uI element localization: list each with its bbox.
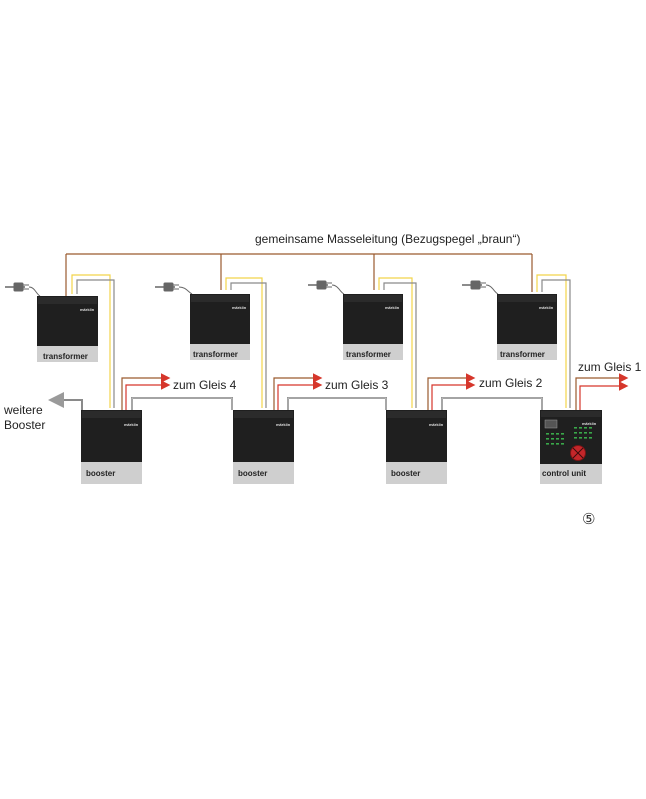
booster-label: booster (86, 469, 115, 478)
track-label-4: zum Gleis 4 (173, 378, 237, 392)
svg-text:märklin: märklin (232, 305, 247, 310)
plug-icon (308, 280, 345, 295)
plug-icon (155, 282, 193, 295)
plug-icon (5, 282, 41, 297)
svg-text:märklin: märklin (582, 421, 597, 426)
svg-text:märklin: märklin (80, 307, 95, 312)
booster-1: märklin booster (81, 410, 142, 484)
track-outputs (121, 373, 629, 410)
transformer-1: märklin transformer (37, 296, 98, 362)
transformer-label: transformer (193, 350, 238, 359)
ground-line (65, 253, 533, 298)
figure-number: ⑤ (582, 510, 595, 528)
booster-label: booster (238, 469, 267, 478)
side-label-line1: weitere (3, 403, 43, 417)
svg-text:märklin: märklin (385, 305, 400, 310)
transformer-wiring (65, 274, 571, 408)
transformer-4: märklin transformer (497, 294, 557, 360)
track-label-3: zum Gleis 3 (325, 378, 389, 392)
control-unit: märklin control unit (540, 410, 602, 484)
ground-line-label: gemeinsame Masseleitung (Bezugspegel „br… (255, 232, 520, 246)
booster-3: märklin booster (386, 410, 447, 484)
track-label-1: zum Gleis 1 (578, 360, 642, 374)
booster-2: märklin booster (233, 410, 294, 484)
transformer-label: transformer (346, 350, 391, 359)
svg-text:märklin: märklin (124, 422, 139, 427)
transformer-3: märklin transformer (343, 294, 403, 360)
control-unit-label: control unit (542, 469, 586, 478)
transformer-label: transformer (500, 350, 545, 359)
plug-icon (462, 280, 499, 295)
booster-label: booster (391, 469, 420, 478)
svg-text:märklin: märklin (539, 305, 554, 310)
track-label-2: zum Gleis 2 (479, 376, 543, 390)
booster-bus-inner (131, 397, 543, 410)
transformer-label: transformer (43, 352, 88, 361)
status-leds (546, 427, 592, 445)
side-label-line2: Booster (4, 418, 45, 432)
svg-text:märklin: märklin (429, 422, 444, 427)
transformer-2: märklin transformer (190, 294, 250, 360)
svg-text:märklin: märklin (276, 422, 291, 427)
